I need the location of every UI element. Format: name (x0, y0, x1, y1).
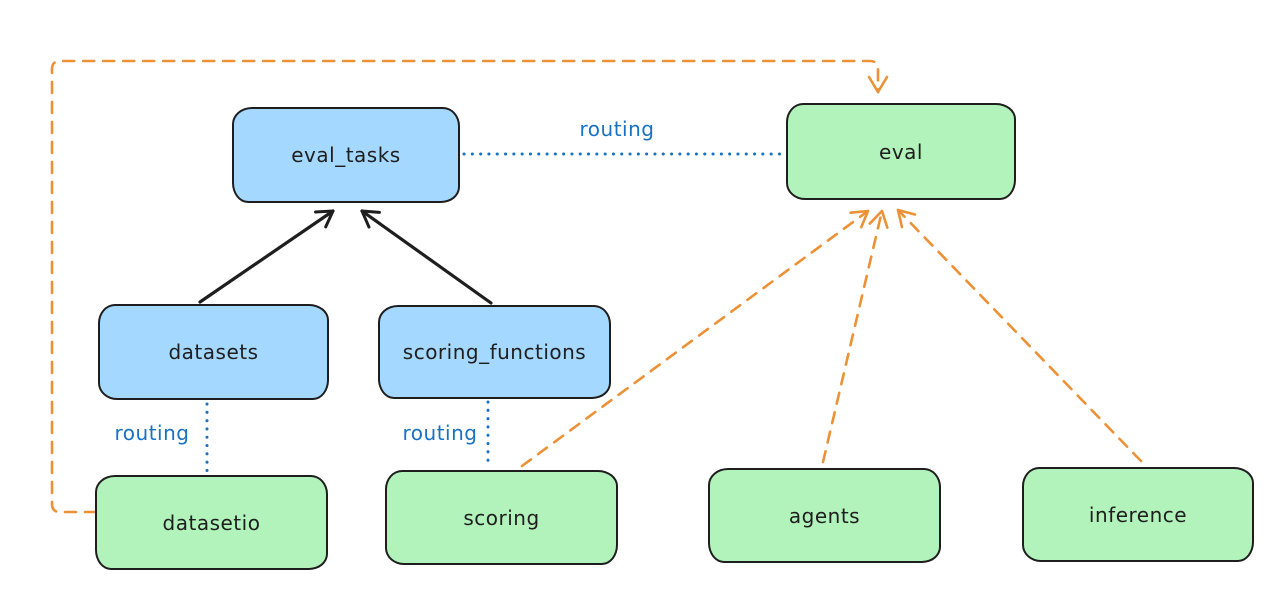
node-eval-tasks-label: eval_tasks (291, 143, 401, 167)
node-scoring-label: scoring (463, 505, 540, 530)
edge-scoring-functions-to-eval-tasks (360, 209, 493, 305)
node-eval-label: eval (879, 139, 923, 164)
edge-label-routing-datasets-datasetio: routing (114, 421, 190, 445)
node-eval-tasks: eval_tasks (232, 107, 460, 203)
edge-datasets-to-eval-tasks (198, 209, 335, 304)
node-eval: eval (786, 103, 1016, 200)
node-scoring: scoring (385, 470, 618, 565)
node-datasetio: datasetio (95, 475, 328, 570)
node-agents: agents (708, 468, 941, 563)
edge-inference-to-eval (896, 208, 1143, 463)
edge-label-routing-eval-tasks-eval: routing (579, 117, 655, 141)
node-agents-label: agents (788, 503, 861, 528)
node-datasets: datasets (98, 304, 329, 400)
node-datasets-label: datasets (168, 340, 259, 364)
node-inference: inference (1022, 467, 1254, 562)
node-scoring-functions-label: scoring_functions (402, 340, 587, 364)
edge-label-routing-scoring-functions-scoring: routing (402, 421, 478, 445)
edge-scoring-to-eval (520, 209, 870, 468)
node-datasetio-label: datasetio (162, 510, 261, 535)
node-inference-label: inference (1088, 502, 1188, 527)
edge-datasetio-to-eval-loop (50, 59, 889, 514)
edge-agents-to-eval (821, 209, 889, 464)
node-scoring-functions: scoring_functions (378, 305, 611, 399)
